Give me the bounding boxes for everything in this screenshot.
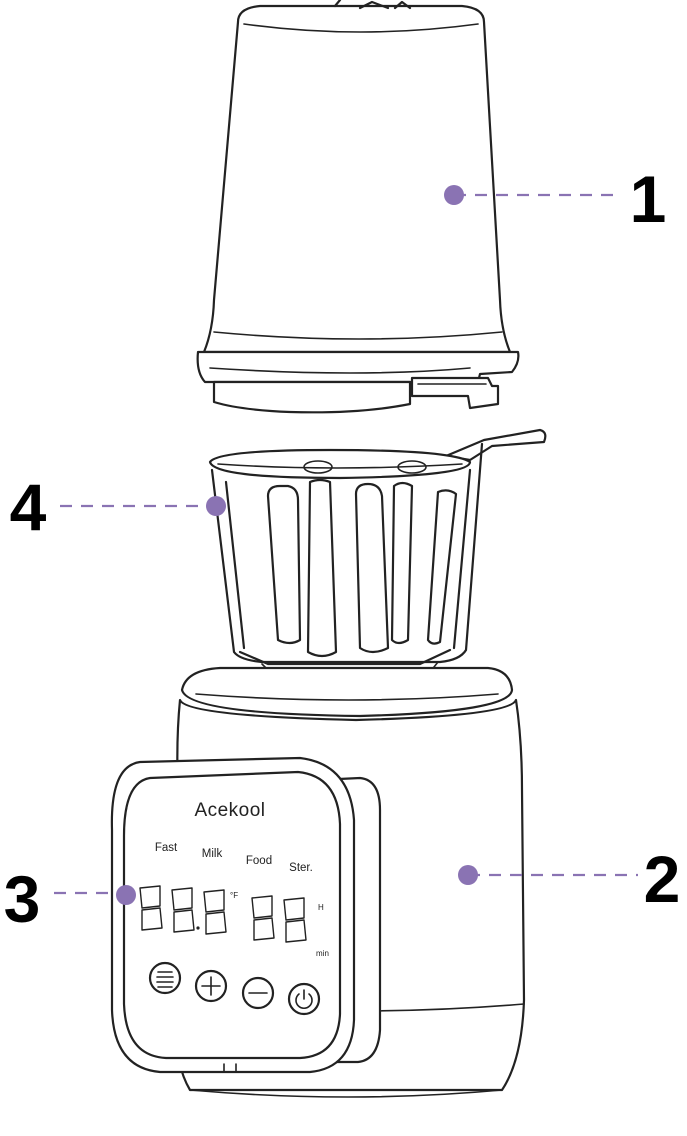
temperature-unit: °F	[230, 891, 238, 900]
callout-number-2: 2	[644, 842, 681, 916]
callout-2: 2	[458, 842, 680, 916]
callout-dot-2	[458, 865, 478, 885]
temperature-display: °F	[139, 885, 238, 935]
callout-number-1: 1	[630, 162, 667, 236]
callout-dot-1	[444, 185, 464, 205]
plus-icon	[201, 976, 221, 996]
plus-button[interactable]	[194, 969, 228, 1003]
callout-3: 3	[4, 862, 136, 936]
callout-4: 4	[10, 470, 226, 544]
menu-lines-icon	[156, 971, 174, 988]
power-icon	[295, 989, 313, 1009]
brand-logo: Acekool	[194, 800, 265, 821]
minute-unit: min	[316, 949, 329, 958]
steam-basket	[208, 428, 547, 673]
callout-dot-3	[116, 885, 136, 905]
menu-button[interactable]	[148, 961, 182, 995]
lid-cup	[196, 0, 520, 414]
mode-label-food: Food	[246, 855, 272, 867]
control-panel: Acekool Fast Milk Food Ster. °F H min	[110, 756, 356, 1074]
callout-number-3: 3	[4, 862, 41, 936]
mode-label-milk: Milk	[202, 848, 223, 860]
callout-1: 1	[444, 162, 666, 236]
mode-label-fast: Fast	[155, 842, 178, 854]
callout-number-4: 4	[10, 470, 47, 544]
power-button[interactable]	[287, 982, 321, 1016]
time-display: H min	[251, 895, 329, 958]
minus-button[interactable]	[241, 976, 275, 1010]
hour-unit: H	[318, 903, 324, 912]
mode-label-ster: Ster.	[289, 862, 313, 874]
callout-dot-4	[206, 496, 226, 516]
